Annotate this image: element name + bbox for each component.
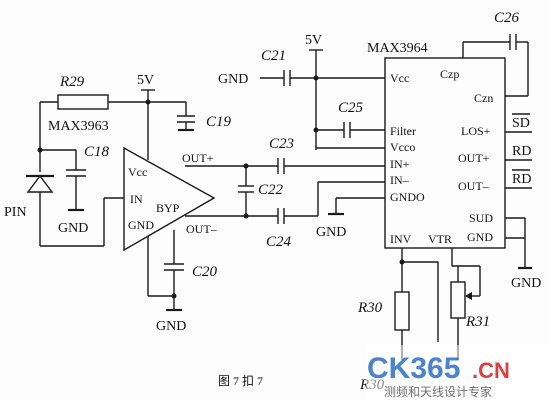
v5-left-label: 5V (137, 73, 154, 88)
c21-label: C21 (261, 48, 286, 64)
c18-label: C18 (84, 144, 110, 160)
c19-label: C19 (206, 114, 232, 130)
max3964-pin-filter: Filter (390, 124, 416, 138)
max3963-pin-outp: OUT+ (182, 151, 214, 165)
c22-label: C22 (258, 182, 284, 198)
c23-label: C23 (269, 136, 294, 152)
caption: 图 7 扣 7 (218, 374, 263, 388)
max3963-pin-outn: OUT– (186, 222, 218, 236)
max3964-body (384, 57, 506, 249)
max3964-pin-outp: OUT+ (458, 151, 490, 165)
max3964-name: MAX3964 (367, 41, 428, 56)
v5-right-label: 5V (305, 33, 322, 48)
output-sd-label: SD (512, 116, 530, 131)
gnd-label-gndo: GND (316, 225, 346, 240)
c25-label: C25 (338, 100, 364, 116)
gnd-label-c18: GND (58, 221, 88, 236)
watermark-logo-text: CK365 (367, 352, 460, 385)
max3963-name: MAX3963 (48, 119, 109, 134)
c20-label: C20 (192, 264, 218, 280)
max3964-pin-sud: SUD (469, 211, 493, 225)
c24-label: C24 (266, 234, 292, 250)
watermark-logo-suffix: .CN (472, 358, 510, 383)
gnd-label-right: GND (511, 276, 541, 291)
output-rd-label: RD (512, 144, 531, 159)
max3964-pin-inn: IN– (390, 173, 410, 187)
gnd-label-c21: GND (218, 72, 248, 87)
watermark-tagline: 测频和天线设计专家 (384, 384, 492, 399)
max3964-pin-outn: OUT– (458, 179, 490, 193)
max3963-amplifier (123, 146, 216, 252)
r30-resistor (394, 291, 410, 331)
max3964-pin-czp: Czp (440, 67, 459, 81)
r29-resistor (57, 94, 109, 110)
r31-label: R31 (465, 314, 490, 330)
pin-label: PIN (4, 205, 27, 220)
r31-potentiometer (450, 281, 466, 319)
pin-photodiode (26, 174, 54, 193)
c26-label: C26 (494, 10, 520, 26)
output-rd-bar-label: RD (512, 172, 531, 187)
max3963-pin-gnd: GND (128, 218, 154, 232)
watermark-logo: CK365 .CN 测频和天线设计专家 (366, 345, 549, 401)
max3964-pin-inv: INV (390, 232, 412, 246)
max3964-pin-gndo: GNDO (390, 190, 425, 204)
max3964-pin-vcco: Vcco (390, 140, 415, 154)
max3963-pin-vcc: Vcc (128, 165, 147, 179)
max3963-pin-in: IN (130, 192, 143, 206)
r30-label: R30 (357, 300, 383, 316)
max3964-pin-losp: LOS+ (461, 124, 491, 138)
max3963-pin-byp: BYP (156, 201, 180, 215)
max3964-pin-vtr: VTR (428, 232, 452, 246)
max3964-pin-czn: Czn (474, 91, 493, 105)
max3964-pin-gnd: GND (467, 230, 493, 244)
max3964-pin-inp: IN+ (390, 157, 410, 171)
max3964-pin-vcc: Vcc (390, 71, 409, 85)
r29-label: R29 (59, 74, 85, 90)
gnd-label-c20: GND (156, 319, 186, 334)
